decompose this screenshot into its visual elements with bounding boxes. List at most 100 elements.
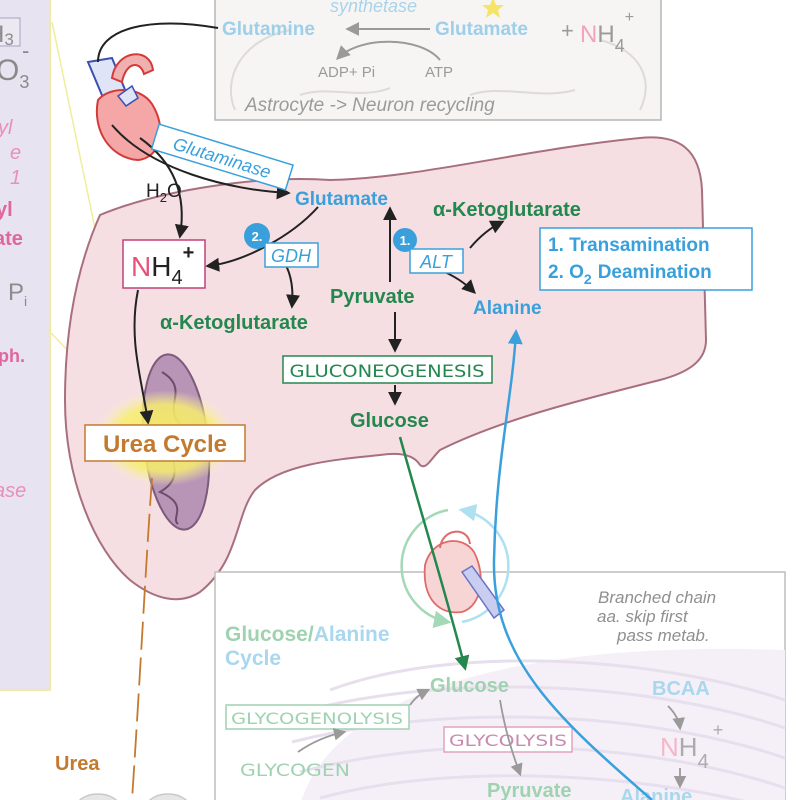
astrocyte-plus: +	[561, 18, 574, 43]
arrow-atp-to-adp	[336, 40, 441, 61]
muscle-fibers	[301, 648, 785, 800]
arrow-alt-to-akg	[469, 220, 505, 249]
muscle-ammonium-sup: +	[713, 720, 724, 740]
left-panel-ion-o: O	[0, 54, 19, 87]
arrow-liver-glucose-to-muscle	[398, 436, 470, 671]
muscle-box: Branched chain aa. skip first pass metab…	[214, 571, 786, 800]
urea-cycle-box	[84, 424, 246, 462]
muscle-fiber-lines	[291, 659, 786, 800]
liver-akg-bottom: α-Ketoglutarate	[160, 312, 308, 334]
step1-badge-text: 1.	[400, 233, 411, 248]
circulation-arc-blue	[458, 504, 510, 624]
muscle-ammonium-sub: 4	[698, 751, 709, 773]
left-panel-pink-bold-3: ph.	[0, 346, 25, 366]
left-panel-pink-italic-1: yl	[0, 117, 13, 139]
legend-deamination-suffix: Deamination	[598, 262, 712, 283]
left-panel-background	[0, 0, 51, 691]
liver-glutamate: Glutamate	[295, 189, 388, 210]
legend-deamination-sub: 2	[584, 271, 592, 287]
astrocyte-box: synthetase Glutamine Glutamate + NH4+ AD…	[214, 0, 662, 121]
bcaa-note-line2: aa. skip first	[597, 607, 689, 626]
astrocyte-ammonium-n: N	[580, 21, 597, 48]
left-panel-pink-italic-3: 1	[10, 167, 21, 189]
muscle-ammonium: NH4+	[660, 720, 723, 773]
ammonium-h: H	[151, 251, 171, 282]
synthetase-label: synthetase	[330, 0, 417, 16]
circulation-heart-vessel	[460, 565, 506, 620]
left-panel-formula-h: H	[0, 21, 4, 48]
ammonium-box	[122, 239, 206, 289]
arrow-glycogen-to-glycogenolysis	[297, 728, 347, 753]
arrow-glucose-to-pyruvate	[499, 699, 523, 777]
gdh-box	[264, 242, 319, 268]
ammonium-label: NH4+	[131, 242, 194, 289]
bcaa-text: BCAA	[652, 678, 710, 700]
astrocyte-atp: ATP	[425, 64, 453, 81]
left-panel-formula-sub: 3	[4, 30, 13, 49]
kidney-icon	[78, 793, 188, 800]
muscle-ammonium-h: H	[679, 732, 698, 762]
gluconeogenesis-box	[282, 355, 493, 384]
cycle-title-glucose: Glucose/	[225, 623, 314, 646]
left-panel-pink-italic-4: ase	[0, 480, 26, 502]
arrow-astrocyte-to-heart	[97, 22, 219, 63]
water-sub: 2	[160, 190, 167, 205]
step1-badge	[393, 228, 417, 252]
step2-badge-text: 2.	[252, 229, 263, 244]
kidney-right	[148, 793, 188, 800]
water-h: H	[146, 181, 160, 202]
arrow-glycogenolysis-to-glucose	[409, 688, 431, 706]
astrocyte-glutamine: Glutamine	[222, 19, 315, 40]
astrocyte-ammonium-sub: 4	[615, 36, 625, 56]
circulation-heart-aorta	[439, 530, 471, 549]
star-icon	[482, 0, 504, 18]
arrow-bcaa-to-ammonium	[667, 705, 685, 731]
bcaa-note-line3: pass metab.	[616, 626, 710, 645]
cycle-title-line1: Glucose/Alanine	[225, 623, 390, 646]
left-panel-formula: H3	[0, 21, 14, 49]
astrocyte-ammonium-h: H	[597, 21, 614, 48]
gdh-text: GDH	[271, 246, 312, 266]
liver-akg-top: α-Ketoglutarate	[433, 199, 581, 221]
astrocyte-ammonium: NH4+	[580, 9, 634, 56]
astrocyte-caption: Astrocyte -> Neuron recycling	[244, 95, 495, 116]
left-panel-ion: O3	[0, 54, 29, 92]
left-panel-ion-sub: 3	[19, 72, 29, 92]
left-panel-pink-italic-2: e	[10, 142, 21, 164]
liver-pyruvate: Pyruvate	[330, 286, 415, 308]
liver-glucose: Glucose	[350, 410, 429, 432]
left-panel-pink-bold-2: ate	[0, 228, 23, 250]
astrocyte-ammonium-sup: +	[625, 9, 634, 26]
circulation-heart-icon	[400, 504, 510, 628]
arrow-heart-to-glutamate	[111, 124, 291, 200]
cycle-title-alanine: Alanine	[314, 623, 390, 646]
brain-outline	[230, 29, 647, 111]
heart-icon	[86, 53, 162, 162]
left-panel-phosphate-sub: i	[24, 293, 27, 309]
alt-box	[409, 248, 464, 274]
deamination-legend-box	[539, 227, 753, 291]
left-panel-pink-bold-1: yl	[0, 199, 13, 221]
gluconeogenesis-text: GLUCONEOGENESIS	[290, 362, 485, 382]
heart-aorta	[110, 53, 155, 84]
astrocyte-box-frame	[214, 0, 662, 121]
ammonium-sup: +	[183, 242, 195, 264]
muscle-pyruvate: Pyruvate	[487, 780, 572, 800]
arrow-ammonium-to-urea-cycle	[133, 289, 154, 425]
urea-label: Urea	[55, 753, 100, 775]
liver-alanine: Alanine	[473, 298, 542, 319]
urea-cycle-text: Urea Cycle	[103, 431, 227, 458]
glycogenolysis-text: GLYCOGENOLYSIS	[231, 709, 403, 728]
left-panel: H3 O3 - yl e 1 yl ate Pi ph. ase	[0, 0, 51, 691]
ammonium-n: N	[131, 251, 151, 282]
glycolysis-text: GLYCOLYSIS	[449, 731, 567, 750]
glutaminase-box	[150, 123, 294, 191]
glycogenolysis-box	[225, 704, 410, 730]
arrow-heart-to-ammonium	[139, 137, 189, 239]
glycogen-text: GLYCOGEN	[240, 761, 350, 781]
legend-transamination: 1. Transamination	[548, 235, 710, 256]
left-panel-formula-box	[0, 17, 21, 47]
left-panel-phosphate: Pi	[8, 279, 27, 309]
astrocyte-glutamate: Glutamate	[435, 19, 528, 40]
